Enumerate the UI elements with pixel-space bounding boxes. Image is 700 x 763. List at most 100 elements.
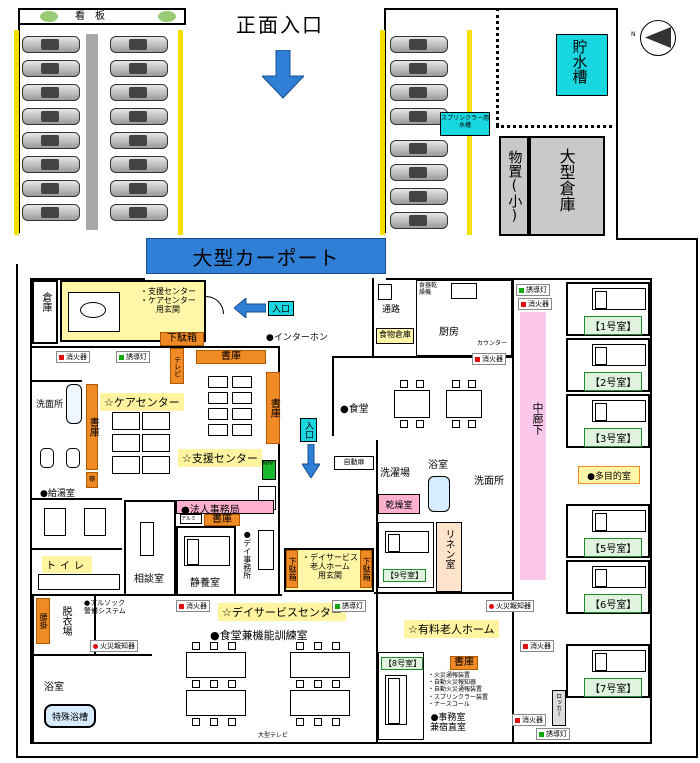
- room8-tag: 【8号室】: [381, 657, 423, 670]
- resident-room: 【1号室】: [566, 282, 650, 336]
- sink-row: [38, 574, 120, 590]
- carport: 大型カーポート: [146, 238, 386, 274]
- bed: [184, 536, 230, 566]
- chair: [314, 642, 322, 650]
- room9-tag: 【9号室】: [383, 569, 427, 582]
- resident-room: 【3号室】: [566, 394, 650, 448]
- kitchen-room: 食器乾燥機 厨房 カウンター: [416, 280, 512, 356]
- locker: ロッカー: [552, 690, 566, 726]
- kitchen-label: 厨房: [439, 327, 459, 338]
- linen-room-label: リネン室: [443, 529, 454, 569]
- parked-car: [22, 36, 80, 53]
- bookshelf-office: 書庫: [204, 514, 240, 526]
- parking-stripe: [380, 30, 385, 235]
- room-number-tag: 【6号室】: [584, 594, 643, 613]
- extinguisher-tag: 消火器: [176, 600, 210, 612]
- desk: [208, 376, 228, 388]
- door-arc: [206, 296, 224, 314]
- resident-room: 【6号室】: [566, 560, 650, 614]
- fire-alarm-tag: 火災報知器: [90, 640, 138, 652]
- bed: [592, 400, 646, 422]
- entrance-sign: 入口: [268, 301, 295, 316]
- day-entrance: ・デイサービス 老人ホーム 用玄関: [284, 548, 374, 592]
- bookshelf-top: 書庫: [196, 350, 266, 364]
- dotted-fence: [496, 8, 499, 126]
- chair: [192, 642, 200, 650]
- parked-car: [110, 84, 168, 101]
- chair: [228, 718, 236, 726]
- parking-stripe: [14, 30, 19, 235]
- consult-room: 相談室: [124, 500, 176, 596]
- bed: [592, 566, 646, 588]
- toilet-stall: [44, 508, 66, 536]
- bed: [592, 650, 646, 672]
- parked-car: [110, 36, 168, 53]
- parking-stripe: [467, 30, 472, 130]
- entrance-sign-2: 入口: [300, 418, 317, 442]
- chair: [400, 420, 408, 428]
- bookshelf-bottom: 書庫: [450, 656, 478, 670]
- desk: [208, 408, 228, 420]
- dotted-fence: [496, 125, 612, 128]
- guide-light-tag: 誘導灯: [516, 284, 550, 296]
- parked-car: [22, 84, 80, 101]
- auto-door: 自動扉: [334, 456, 374, 470]
- bed: [385, 675, 407, 725]
- multipurpose: ●多目的室: [578, 466, 640, 484]
- support-center-entrance-label: ・支援センター ・ケアセンター 用玄関: [140, 287, 196, 314]
- dining-label: ●食堂: [340, 404, 369, 415]
- desk: [208, 424, 228, 436]
- chair: [296, 680, 304, 688]
- sprinkler-tank-label: スプリンクラー用水槽: [441, 115, 490, 130]
- front-entrance-label: 正面入口: [236, 13, 324, 37]
- food-storage: 食物倉庫: [376, 328, 414, 344]
- carport-label: 大型カーポート: [192, 245, 340, 270]
- signboard-label: 看 板: [75, 11, 105, 22]
- parked-car: [110, 204, 168, 221]
- parked-car: [390, 36, 448, 53]
- extinguisher-tag: 消火器: [472, 353, 506, 365]
- shoe-box-left: 下駄箱: [286, 550, 298, 588]
- work-table: [112, 434, 140, 452]
- down-arrow-icon: [302, 444, 320, 478]
- chair: [332, 718, 340, 726]
- parked-car: [22, 108, 80, 125]
- chair: [296, 642, 304, 650]
- chair: [210, 680, 218, 688]
- undressing-label: 脱衣場: [60, 606, 71, 636]
- bath-bottom-label: 浴室: [44, 682, 64, 693]
- corridor: 中廊下: [520, 312, 546, 580]
- parked-car: [22, 180, 80, 197]
- laundry-label: 洗濯場: [380, 468, 410, 479]
- machine-green: MFP: [262, 460, 276, 480]
- large-tv-label: 大型テレビ: [258, 732, 289, 739]
- work-table: [112, 456, 140, 474]
- chair: [210, 718, 218, 726]
- dryer-room: 乾燥室: [378, 494, 420, 514]
- room-number-tag: 【5号室】: [584, 538, 643, 557]
- passage-label: 通路: [382, 305, 401, 315]
- dining-table: [290, 690, 350, 716]
- parking-stripe: [178, 30, 183, 235]
- chair: [416, 420, 424, 428]
- down-arrow-icon: [262, 50, 304, 99]
- consult-table: [140, 522, 154, 556]
- parked-car: [110, 108, 168, 125]
- desk: [232, 392, 252, 404]
- dining-table: [186, 652, 246, 678]
- parked-car: [110, 180, 168, 197]
- work-table: [112, 412, 140, 430]
- chair: [452, 420, 460, 428]
- shoe-box-right: 下駄箱: [360, 550, 372, 588]
- support-center-label: ☆支援センター: [178, 449, 262, 467]
- large-warehouse-label: 大型倉庫: [556, 148, 576, 212]
- desk: [208, 392, 228, 404]
- sprinkler-tank: スプリンクラー用水槽: [440, 112, 490, 136]
- rest-room: 静養室: [176, 526, 236, 596]
- room8: 【8号室】: [378, 652, 424, 740]
- chair: [400, 380, 408, 388]
- chair: [296, 718, 304, 726]
- shrub-icon: [40, 11, 58, 22]
- chair: [210, 642, 218, 650]
- water-tank-label: 貯水槽: [570, 39, 589, 84]
